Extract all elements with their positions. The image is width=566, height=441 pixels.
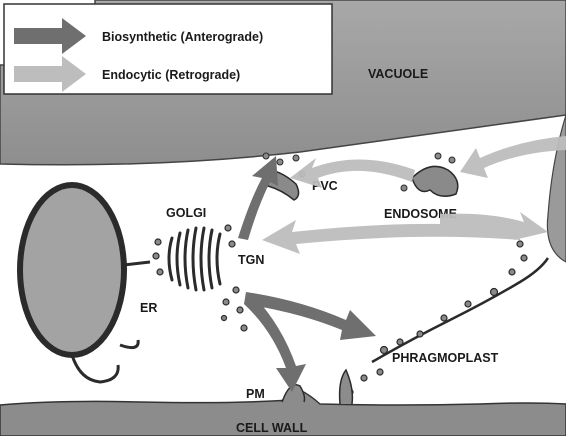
nucleus <box>20 185 124 355</box>
phragmoplast-label: PHRAGMOPLAST <box>392 351 499 365</box>
golgi-label: GOLGI <box>166 206 206 220</box>
legend-retrograde-label: Endocytic (Retrograde) <box>102 68 240 82</box>
legend-anterograde-label: Biosynthetic (Anterograde) <box>102 30 263 44</box>
er-label: ER <box>140 301 157 315</box>
phragmoplast <box>340 241 548 404</box>
vacuole-label: VACUOLE <box>368 67 428 81</box>
golgi-vesicles <box>153 225 247 331</box>
golgi-stack <box>169 228 220 290</box>
pm-label: PM <box>246 387 265 401</box>
retrograde-arrows <box>262 136 566 254</box>
cell-wall-label: CELL WALL <box>236 421 308 435</box>
tgn-label: TGN <box>238 253 264 267</box>
anterograde-arrows <box>238 156 376 392</box>
legend: Biosynthetic (Anterograde) Endocytic (Re… <box>4 4 332 94</box>
